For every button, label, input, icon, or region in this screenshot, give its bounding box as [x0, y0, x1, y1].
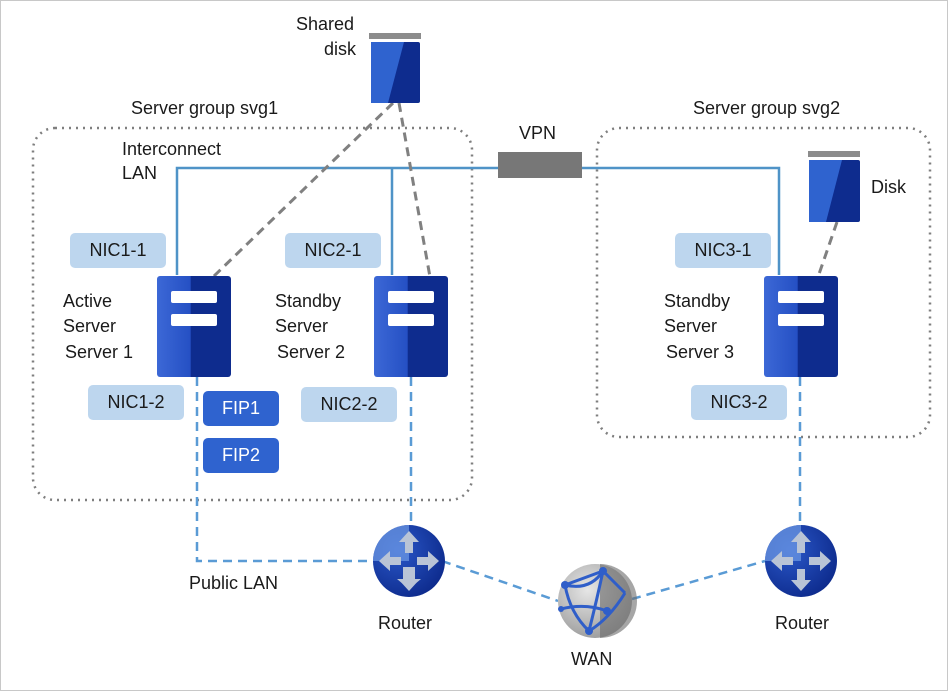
- vpn-link: [498, 152, 582, 178]
- server1-role-label: Active: [63, 291, 113, 311]
- nic1-1-label: NIC1-1: [70, 233, 166, 268]
- server3-name-label: Server 3: [666, 342, 735, 362]
- public-lan-lines: [195, 377, 802, 603]
- server1-type-label: Server: [63, 316, 117, 336]
- disk-label: Disk: [871, 177, 906, 197]
- server2-type-label: Server: [275, 316, 329, 336]
- interconnect-lan-label-line1: Interconnect: [122, 139, 222, 159]
- shared-disk-icon: [369, 33, 421, 103]
- nic1-2-label: NIC1-2: [88, 385, 184, 420]
- interconnect-lan-lines: [175, 166, 781, 275]
- server-icon-2: [374, 276, 448, 377]
- nic3-2-label: NIC3-2: [691, 385, 787, 420]
- nic2-1-label: NIC2-1: [285, 233, 381, 268]
- router-icon-1: [373, 525, 445, 597]
- public-lan-label: Public LAN: [189, 573, 279, 593]
- shared-disk-label-line2: disk: [324, 39, 357, 59]
- globe-icon: [558, 564, 637, 638]
- interconnect-lan-label-line2: LAN: [122, 163, 158, 183]
- server2-name-label: Server 2: [277, 342, 346, 362]
- nic3-1-label: NIC3-1: [675, 233, 771, 268]
- server2-role-label: Standby: [275, 291, 342, 311]
- router1-label: Router: [378, 613, 433, 633]
- nic2-2-label: NIC2-2: [301, 387, 397, 422]
- server-icon-3: [764, 276, 838, 377]
- server-group-svg2-label: Server group svg2: [693, 98, 841, 118]
- wan-label: WAN: [571, 649, 613, 669]
- disk-links: [211, 101, 839, 279]
- router-icon-2: [765, 525, 837, 597]
- fip2-label: FIP2: [203, 438, 279, 473]
- fip1-label: FIP1: [203, 391, 279, 426]
- vpn-label: VPN: [519, 123, 557, 143]
- disk-icon: [808, 151, 860, 222]
- server1-name-label: Server 1: [65, 342, 134, 362]
- server-icon-1: [157, 276, 231, 377]
- router2-label: Router: [775, 613, 830, 633]
- server3-role-label: Standby: [664, 291, 731, 311]
- server3-type-label: Server: [664, 316, 718, 336]
- shared-disk-label-line1: Shared: [296, 14, 355, 34]
- server-group-svg2-border: [595, 126, 932, 439]
- server-group-svg1-label: Server group svg1: [131, 98, 279, 118]
- server-group-svg1-border: [31, 126, 474, 502]
